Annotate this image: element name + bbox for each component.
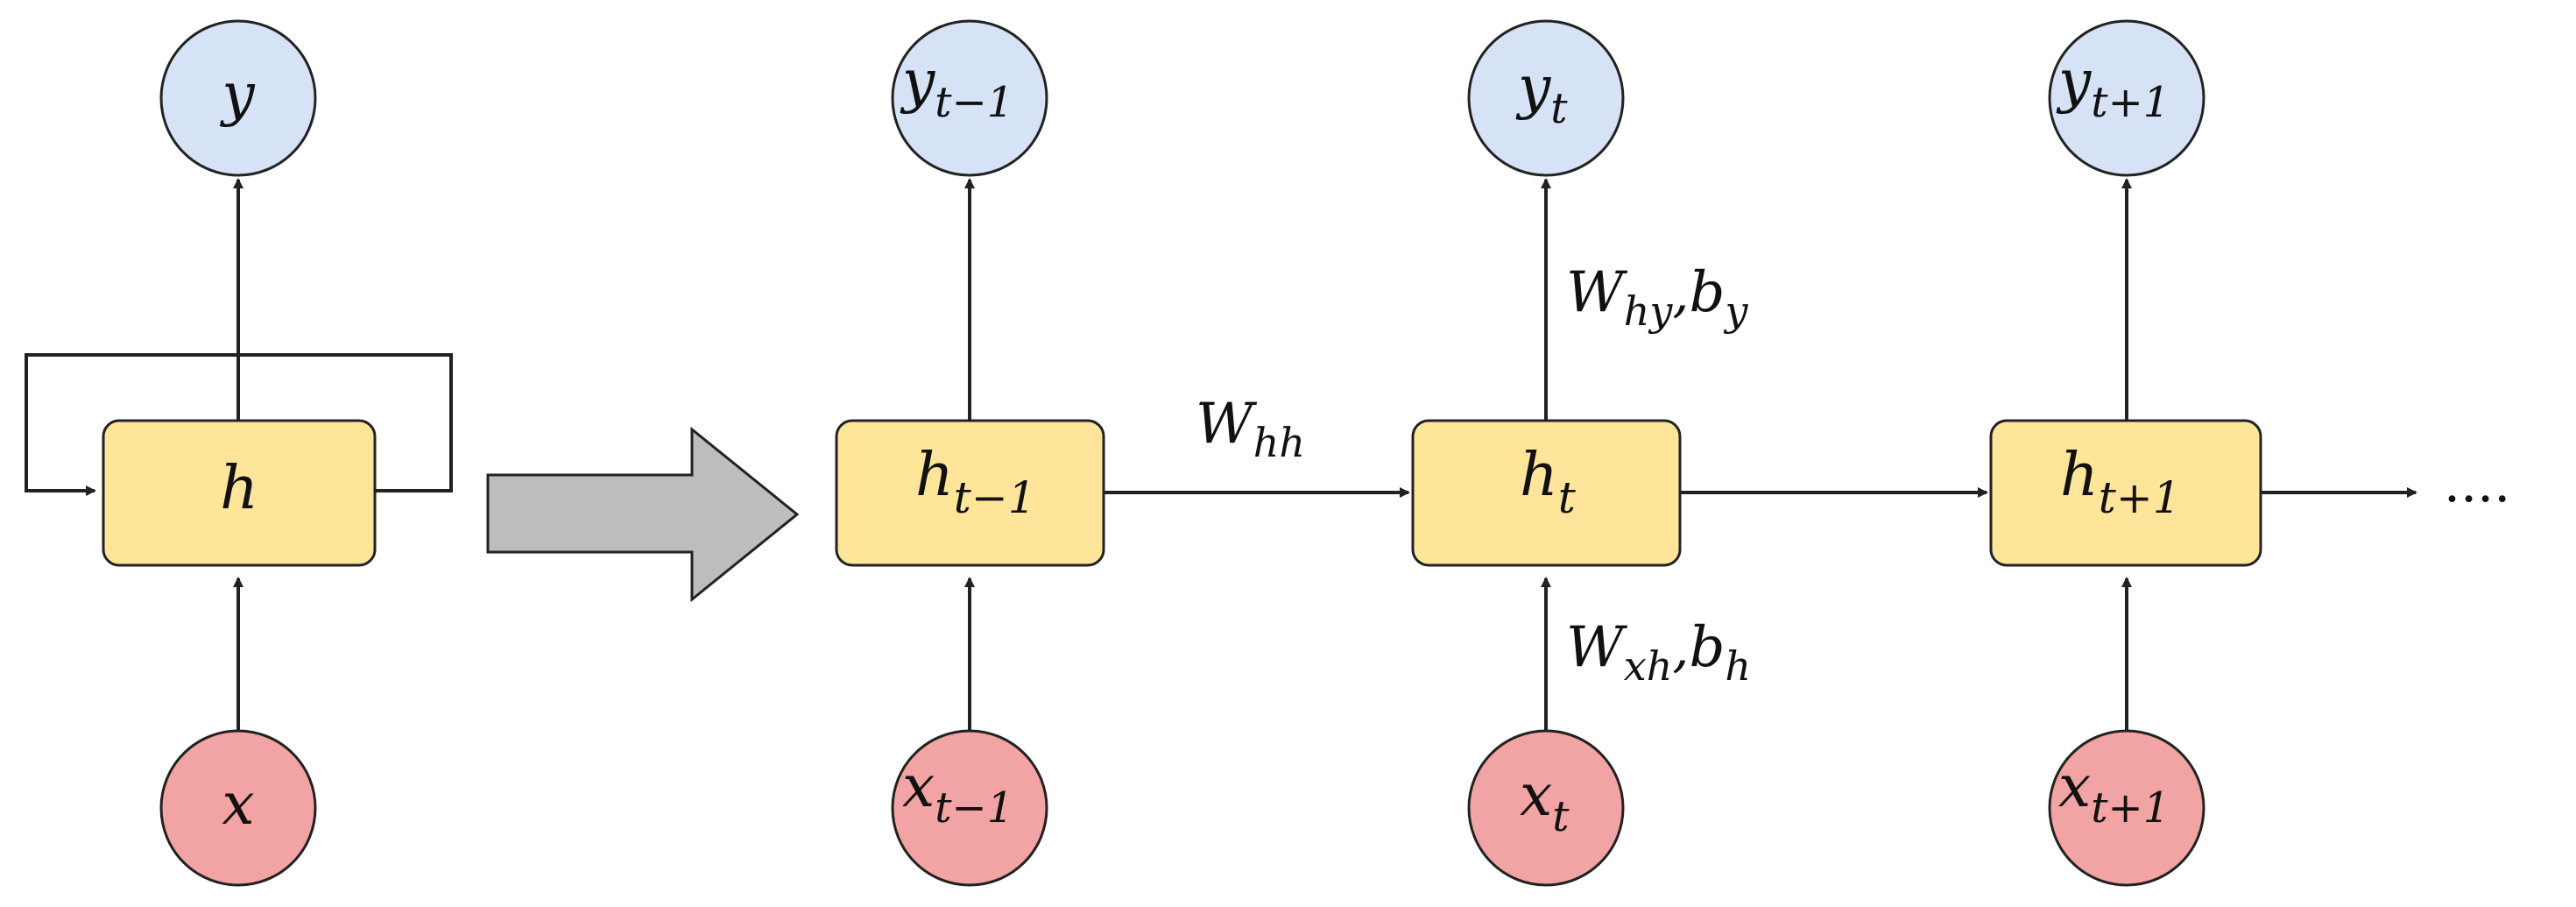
weight-label-hh: Whh	[1196, 392, 1305, 466]
step-t: ht yt xt Why,by Wxh,bh	[1411, 19, 1751, 887]
weight-label-xh-bh: Wxh,bh	[1566, 615, 1751, 690]
output-node-t-minus-1	[891, 19, 1048, 177]
folded-hidden-box	[102, 419, 377, 567]
folded-output-node	[159, 19, 317, 177]
output-node-t-plus-1	[2048, 19, 2205, 177]
weight-label-hy-by: Why,by	[1566, 260, 1748, 335]
output-label-t-minus-1: yt−1	[900, 47, 1013, 127]
folded-hidden-label: h	[220, 454, 258, 523]
input-node-t	[1467, 729, 1625, 887]
output-node-t	[1467, 19, 1625, 177]
hidden-label-t: ht	[1520, 441, 1577, 523]
input-label-t-minus-1: xt−1	[902, 753, 1013, 833]
folded-rnn: h y x	[25, 19, 453, 887]
output-label-t: yt	[1515, 53, 1568, 133]
input-node-t-minus-1	[891, 729, 1048, 887]
hidden-label-t-minus-1: ht−1	[915, 441, 1036, 523]
folded-input-label: x	[222, 770, 254, 838]
folded-input-node	[159, 729, 317, 887]
input-node-t-plus-1	[2048, 729, 2205, 887]
folded-output-label: y	[219, 60, 255, 128]
output-label-t-plus-1: yt+1	[2056, 47, 2170, 127]
hidden-label-t-plus-1: ht+1	[2060, 441, 2181, 523]
folded-recurrent-loop	[25, 353, 453, 496]
input-label-t-plus-1: xt+1	[2058, 753, 2170, 833]
step-t-minus-1: ht−1 yt−1 xt−1	[835, 19, 1105, 887]
step-t-plus-1: ht+1 yt+1 xt+1	[1989, 19, 2262, 887]
continuation-ellipsis: ····	[2444, 469, 2510, 530]
unfold-arrow	[486, 426, 800, 603]
input-label-t: xt	[1520, 762, 1570, 841]
